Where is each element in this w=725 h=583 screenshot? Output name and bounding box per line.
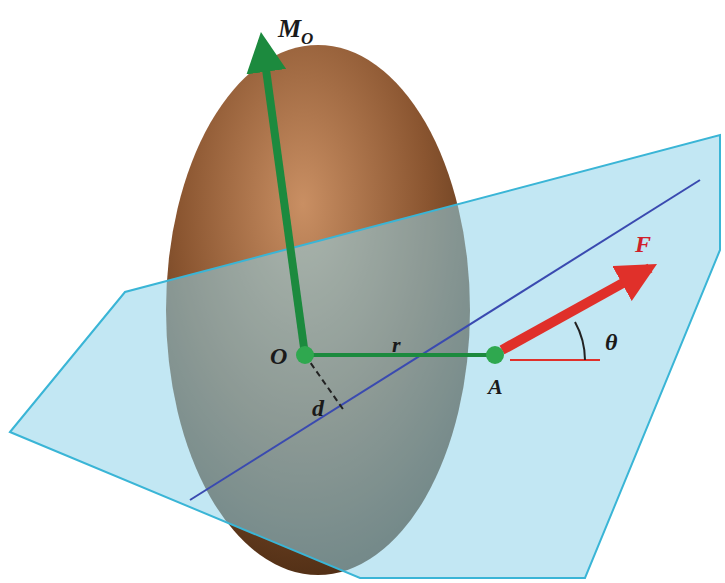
moment-symbol: M <box>278 16 301 42</box>
angle-label: θ <box>605 330 617 354</box>
distance-line <box>305 355 345 412</box>
point-a <box>486 346 504 364</box>
reference-line <box>510 359 600 361</box>
plane <box>10 135 720 578</box>
force-vector <box>502 268 650 350</box>
moment-vector <box>262 40 305 355</box>
moment-subscript: O <box>301 30 313 47</box>
point-label: O <box>270 344 287 368</box>
force-line <box>190 180 700 500</box>
vector-label: r <box>392 334 401 356</box>
point-label: A <box>488 376 503 398</box>
point-o <box>296 346 314 364</box>
force-label: F <box>635 232 651 256</box>
angle-arc <box>575 322 585 360</box>
distance-label: d <box>312 396 324 420</box>
